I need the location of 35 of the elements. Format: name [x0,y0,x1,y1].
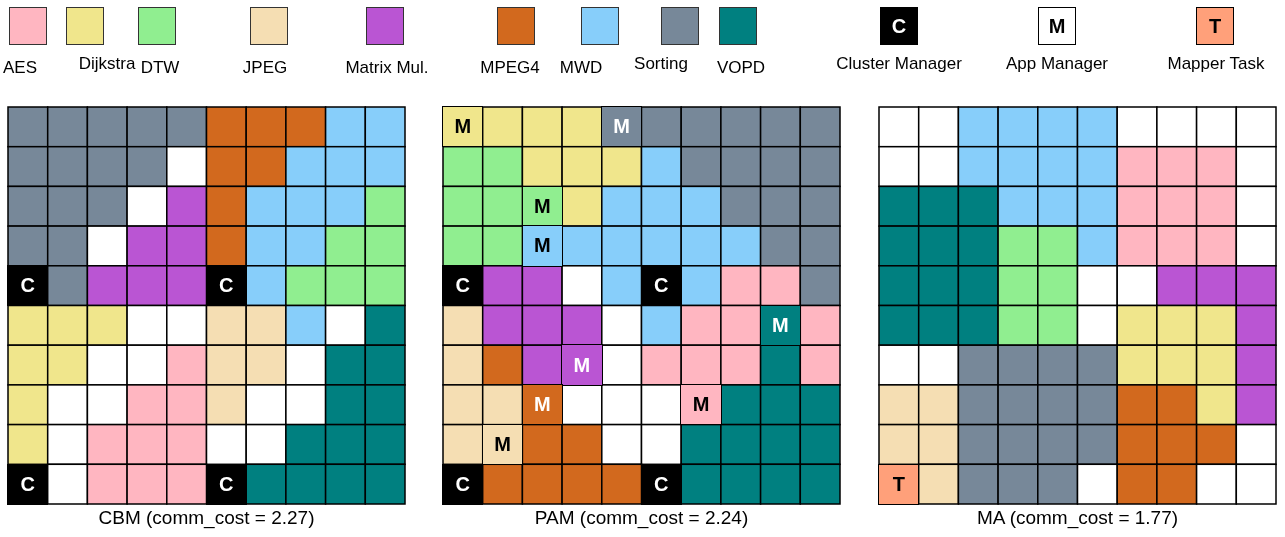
legend-swatch: T [1196,7,1234,45]
core-tile: M [442,106,484,148]
legend-label: JPEG [242,58,288,78]
core-tile: C [205,265,247,307]
legend-label: Matrix Mul. [345,58,429,78]
core-tile: M [759,304,802,346]
core-tile: C [640,265,682,307]
core-tile: C [7,463,49,505]
core-tile: T [878,463,920,505]
grid-caption: MA (comm_cost = 1.77) [975,507,1180,529]
core-tile: M [601,106,643,148]
legend-label: MWD [559,58,603,78]
core-tile: M [561,344,603,386]
core-tile: M [521,225,563,267]
legend-label: Mapper Task [1167,54,1265,74]
legend-label: Sorting [634,54,688,74]
core-tile: C [7,265,49,307]
core-tile: M [481,423,524,466]
legend-swatch: C [880,7,918,45]
legend-label: Dijkstra [78,54,136,74]
core-tile: C [205,463,247,505]
legend-label: AES [3,58,37,78]
legend-label: VOPD [716,58,766,78]
core-tile: C [442,463,484,505]
core-tile: C [442,265,484,307]
core-tile: M [680,384,722,426]
grid-caption: PAM (comm_cost = 2.24) [533,507,750,529]
legend-label: MPEG4 [480,58,540,78]
grid-caption: CBM (comm_cost = 2.27) [97,507,316,529]
legend-label: DTW [140,58,180,78]
legend-swatch: M [1038,7,1076,45]
legend-label: Cluster Manager [836,54,962,74]
legend-label: App Manager [1005,54,1109,74]
core-tile: C [640,463,682,505]
core-tile: M [521,384,563,426]
